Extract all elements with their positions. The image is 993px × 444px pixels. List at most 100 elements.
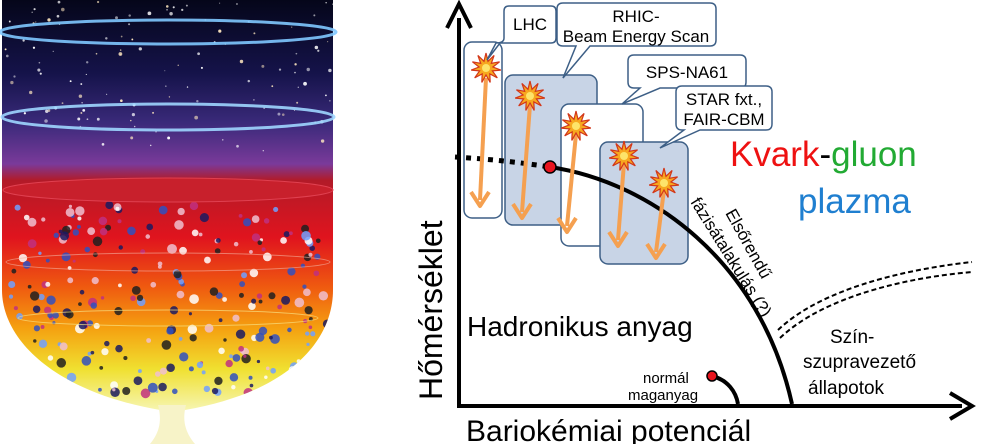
particle-dot: [249, 250, 253, 254]
color-superconductor-boundary-1: [777, 261, 973, 331]
particle-dot: [158, 205, 168, 215]
collision-bursts: [470, 52, 680, 198]
collision-arrow-shaft: [654, 189, 666, 253]
star-dot: [177, 64, 179, 66]
star-dot: [325, 94, 327, 97]
star-dot: [149, 144, 152, 147]
star-dot: [131, 112, 135, 117]
particle-dot: [75, 391, 82, 398]
callout-rhic: RHIC- Beam Energy Scan: [556, 2, 717, 79]
star-dot: [294, 71, 296, 74]
particle-dot: [127, 226, 136, 236]
particle-dot: [53, 232, 59, 238]
star-dot: [4, 48, 7, 51]
star-dot: [29, 90, 33, 95]
particle-dot: [81, 356, 92, 366]
x-axis-arrowhead: [948, 391, 976, 421]
particle-dot: [8, 294, 14, 299]
particle-dot: [58, 229, 63, 234]
callout-lhc-text: LHC: [513, 15, 547, 34]
particle-dot: [41, 217, 46, 222]
particle-dot: [188, 312, 193, 316]
star-dot: [236, 144, 239, 148]
star-dot: [186, 86, 189, 88]
particle-dot: [110, 381, 119, 390]
particle-dot: [44, 306, 52, 314]
particle-dot: [68, 204, 73, 208]
particle-dot: [90, 302, 97, 309]
particle-dot: [131, 266, 139, 274]
particle-dot: [122, 386, 131, 396]
star-dot: [306, 67, 310, 72]
particle-dot: [33, 339, 37, 343]
star-dot: [130, 136, 134, 140]
star-dot: [5, 54, 9, 58]
particle-dot: [301, 230, 311, 241]
star-dot: [166, 8, 168, 11]
star-dot: [33, 8, 36, 11]
particle-dot: [288, 366, 297, 375]
universe-evolution-illustration: [0, 0, 338, 444]
particle-dot: [203, 385, 211, 393]
cosmic-ring-middle: [0, 102, 336, 132]
particle-dot: [238, 345, 244, 352]
particle-dot: [232, 314, 240, 322]
particle-dot: [26, 379, 30, 383]
particle-dot: [222, 297, 227, 302]
particle-dot: [54, 385, 62, 393]
star-dot: [320, 139, 325, 143]
particle-dot: [145, 234, 151, 239]
star-dot: [332, 3, 333, 5]
particle-dot: [281, 387, 285, 391]
particle-dot: [287, 327, 292, 333]
particle-dot: [215, 292, 223, 299]
particle-dot: [13, 306, 18, 311]
particle-dot: [235, 329, 246, 339]
particle-dot: [22, 260, 31, 269]
particle-dot: [38, 293, 45, 301]
star-dot: [81, 102, 83, 104]
color-superconductor-label-1: Szín-: [830, 327, 874, 348]
star-dot: [120, 35, 123, 38]
particle-dot: [189, 334, 197, 342]
star-dot: [329, 100, 331, 102]
particle-dot: [27, 217, 37, 227]
star-dot: [128, 14, 131, 17]
star-dot: [327, 41, 329, 43]
particle-dot: [33, 325, 41, 332]
star-dot: [185, 4, 188, 7]
star-dot: [82, 108, 86, 112]
particle-dot: [239, 292, 244, 298]
particle-dot: [146, 338, 152, 343]
nuclear-matter-label-2: maganyag: [628, 387, 698, 404]
particle-dot: [78, 320, 88, 330]
star-dot: [78, 94, 83, 98]
particle-dot: [137, 369, 142, 374]
particle-dot: [16, 364, 20, 369]
cup-layer-ring-2: [17, 309, 319, 327]
star-dot: [44, 119, 48, 123]
particle-dot: [301, 224, 310, 233]
particle-dot: [45, 281, 51, 287]
star-region: [599, 141, 689, 265]
particle-dot: [30, 385, 40, 395]
particle-dot: [72, 259, 76, 263]
color-superconductor-boundary-2: [779, 271, 973, 339]
particle-dot: [167, 243, 177, 254]
star-dot: [45, 109, 49, 113]
particle-dot: [270, 334, 280, 344]
particle-dot: [92, 252, 98, 258]
particle-dot: [191, 229, 199, 237]
particle-dot: [150, 281, 157, 288]
star-dot: [152, 111, 155, 114]
particle-dot: [29, 291, 40, 301]
particle-dot: [38, 384, 45, 392]
particle-dot: [209, 287, 219, 296]
particle-dot: [305, 331, 310, 336]
particle-dot: [5, 328, 13, 335]
particle-dot: [47, 312, 53, 319]
particle-dot: [189, 201, 199, 211]
particle-dot: [84, 246, 91, 253]
particle-dot: [158, 382, 167, 392]
particle-dot: [303, 288, 311, 297]
